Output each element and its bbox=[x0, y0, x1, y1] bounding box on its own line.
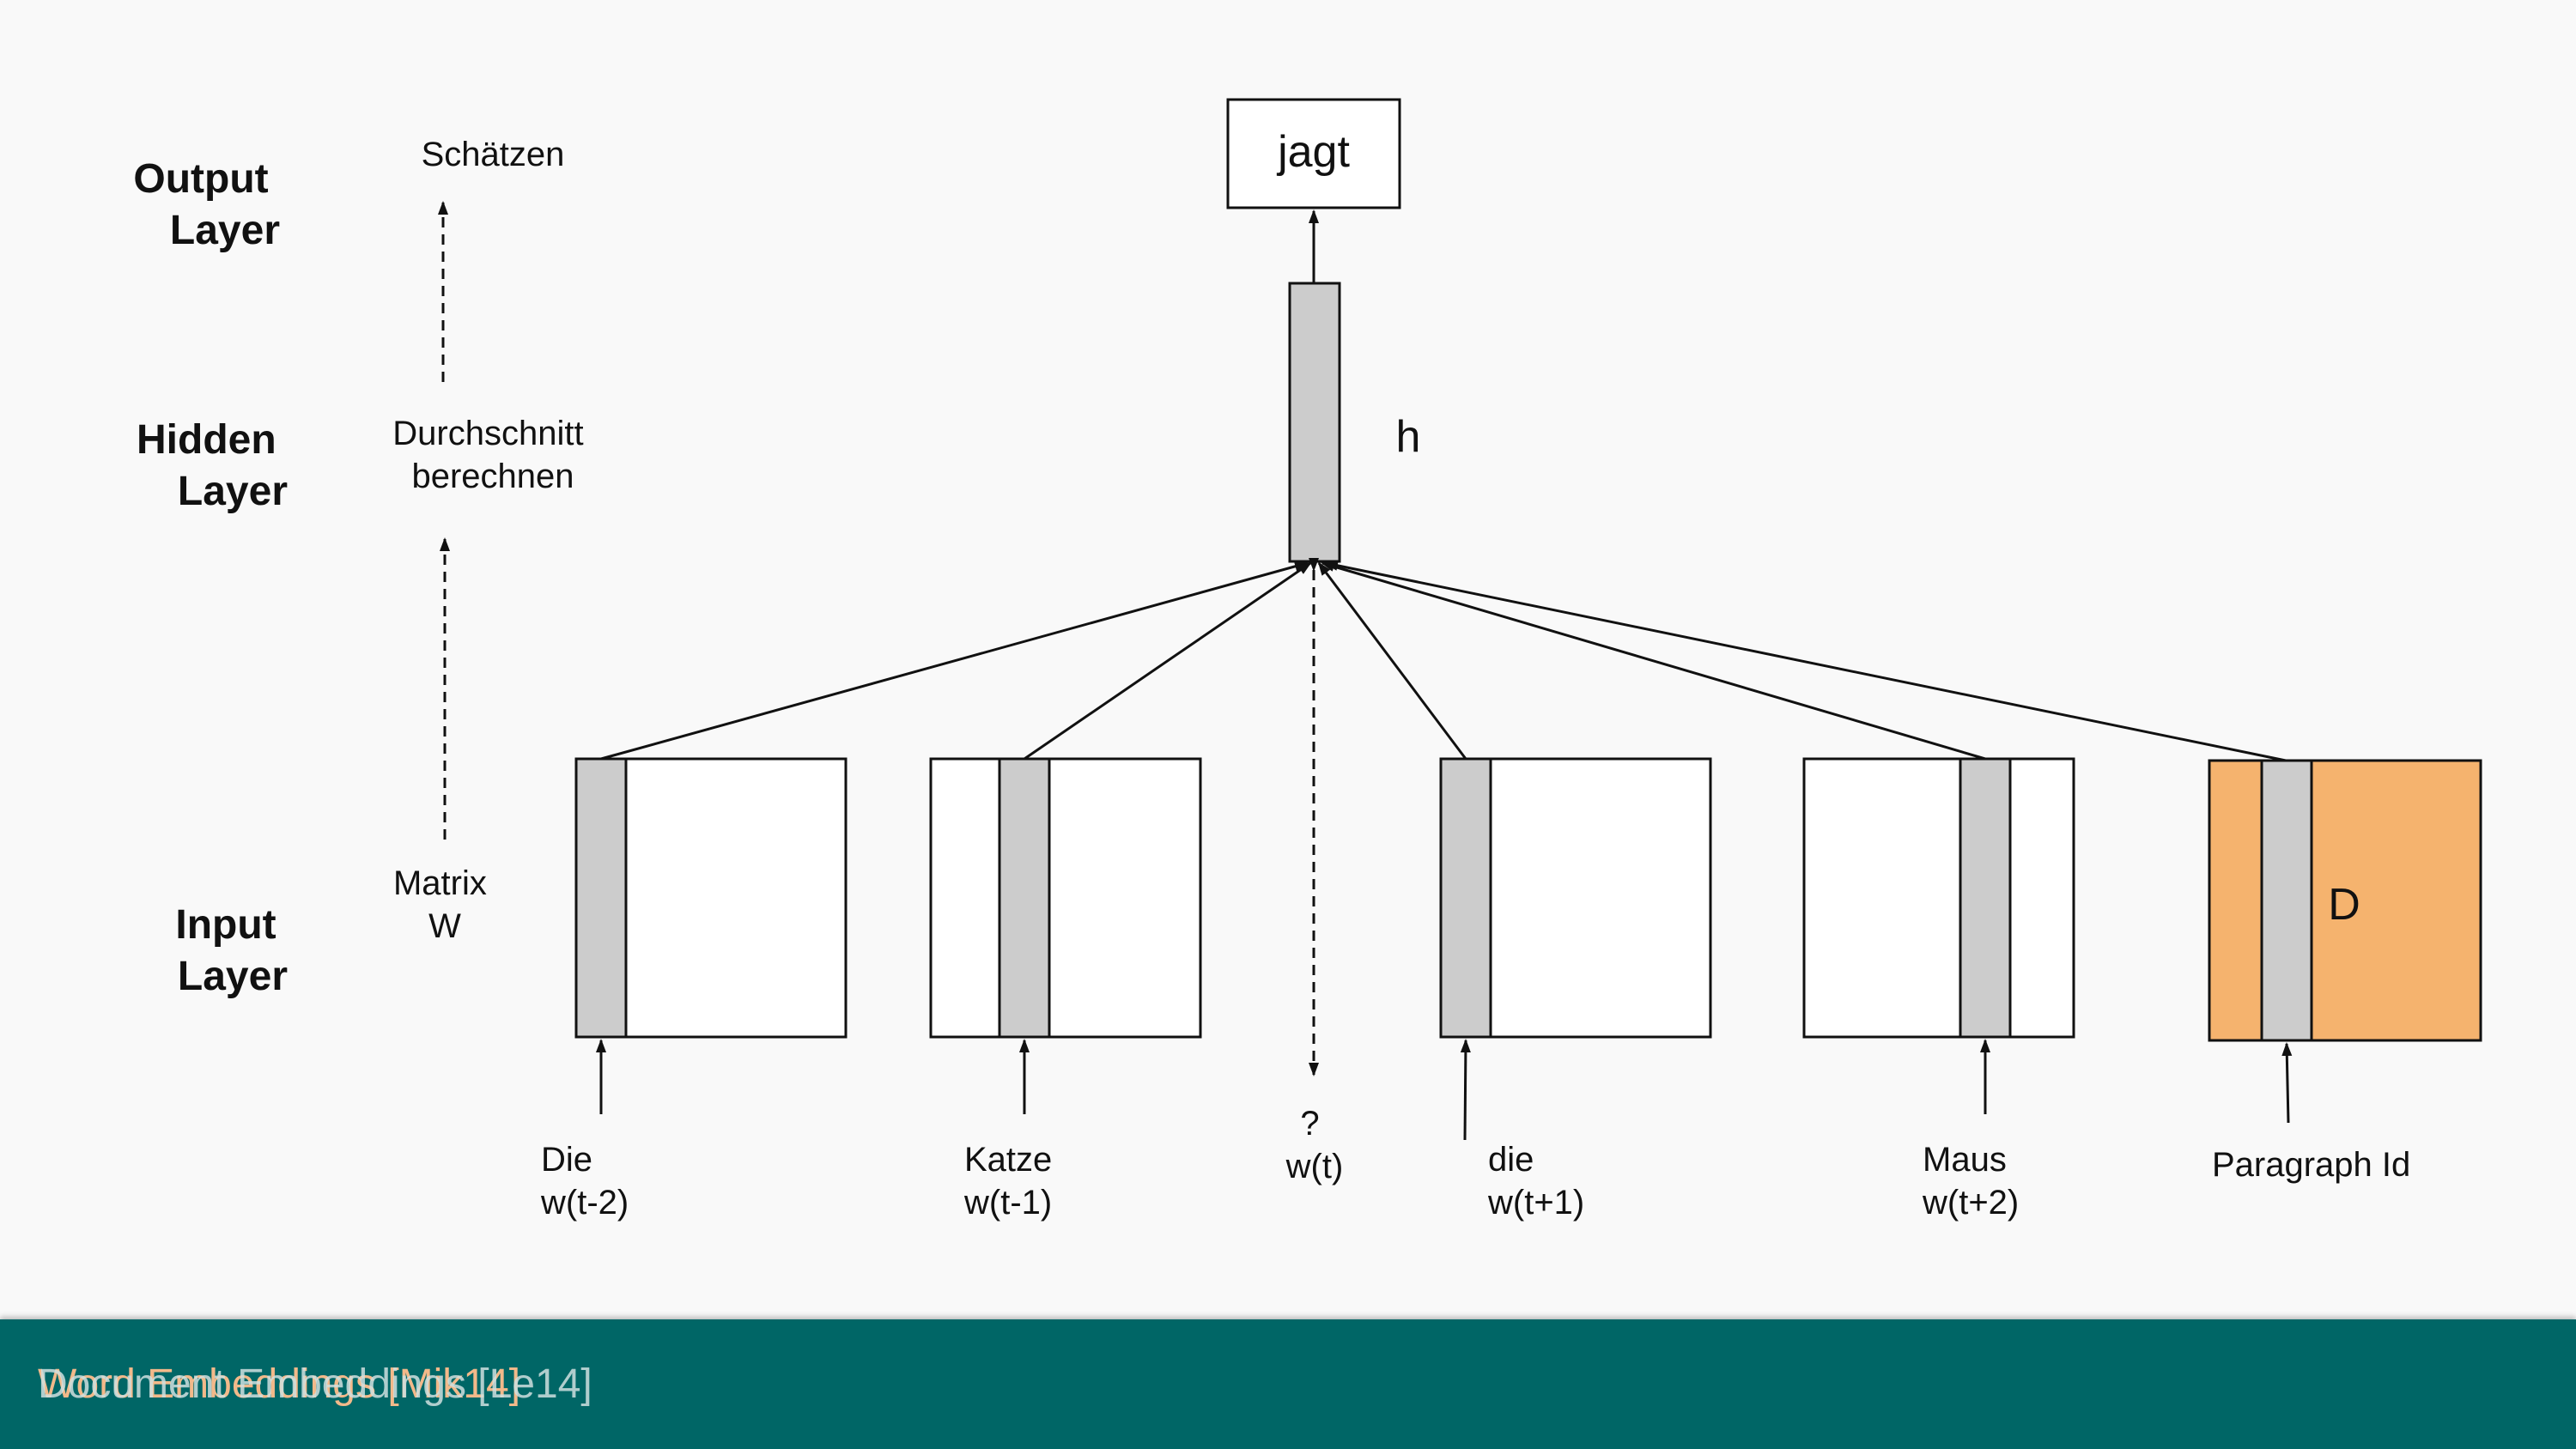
matrix-note: Matrix W bbox=[393, 864, 496, 945]
paragraph-matrix-d bbox=[2208, 759, 2482, 1042]
arrow-w-t-2 bbox=[600, 561, 1309, 761]
footer-title-document-embeddings: Document Embeddings [Le14] bbox=[38, 1361, 592, 1407]
input-label-w-t-2: Die w(t-2) bbox=[540, 1141, 629, 1222]
input-label-w-t-1: Katze w(t-1) bbox=[963, 1141, 1061, 1222]
paragraph-vector-diagram: Output Layer Hidden Layer Input Layer Sc… bbox=[133, 98, 2482, 1222]
input-layer-label: Input Layer bbox=[175, 902, 288, 999]
output-word-box bbox=[1226, 98, 1401, 209]
average-note: Durchschnitt berechnen bbox=[392, 415, 592, 495]
hidden-layer-label: Hidden Layer bbox=[137, 417, 288, 514]
output-layer-label: Output Layer bbox=[133, 156, 280, 253]
input-label-w-t: ? w(t) bbox=[1285, 1105, 1344, 1185]
input-label-w-t+2: Maus w(t+2) bbox=[1922, 1141, 2019, 1222]
arrow-w-t+2 bbox=[1321, 561, 1986, 761]
matrix-w-t+2 bbox=[1802, 757, 2075, 1039]
input-arrow-w-t+1 bbox=[1460, 1039, 1471, 1141]
arrow-w-t+1 bbox=[1317, 561, 1467, 760]
footer-bar: Word Embeddings [Mik14] Document Embeddi… bbox=[0, 1319, 2576, 1449]
hidden-vector-label: h bbox=[1396, 412, 1421, 462]
footer-title-word-embeddings: Word Embeddings [Mik14] bbox=[38, 1361, 521, 1407]
column-w-t+2 bbox=[1959, 757, 2012, 1039]
matrix-w-t-1 bbox=[929, 757, 1202, 1039]
column-paragraph bbox=[2260, 759, 2313, 1042]
column-w-t-2 bbox=[574, 757, 628, 1039]
output-word: jagt bbox=[1276, 127, 1350, 177]
estimate-note: Schätzen bbox=[422, 136, 565, 173]
input-arrow-paragraph bbox=[2281, 1042, 2293, 1124]
paragraph-matrix-label: D bbox=[2328, 880, 2360, 930]
column-w-t+1 bbox=[1439, 757, 1492, 1039]
hidden-vector bbox=[1288, 282, 1341, 563]
input-label-w-t+1: die w(t+1) bbox=[1487, 1141, 1584, 1222]
arrow-w-t-1 bbox=[1024, 561, 1312, 761]
arrow-paragraph bbox=[1324, 560, 2287, 762]
input-label-paragraph: Paragraph Id bbox=[2212, 1146, 2410, 1184]
column-w-t-1 bbox=[998, 757, 1051, 1039]
